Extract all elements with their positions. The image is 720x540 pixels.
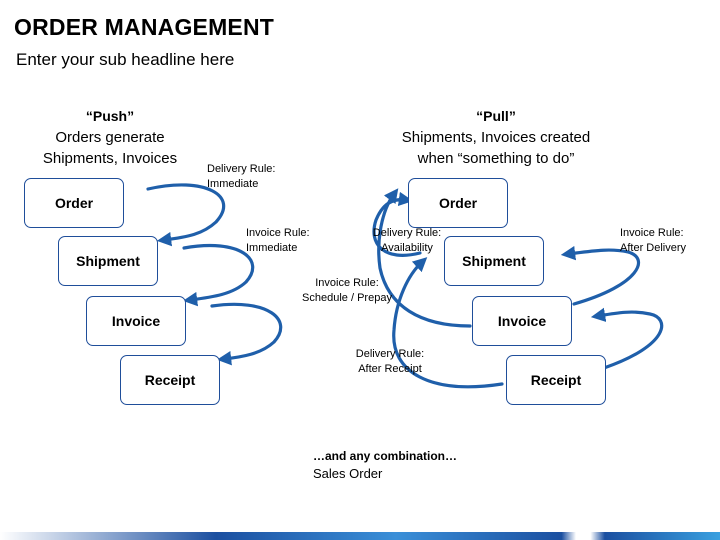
- pull-box-order: Order: [408, 178, 508, 228]
- pull-header: “Pull” Shipments, Invoices created when …: [386, 106, 606, 169]
- combination-note: …and any combination…: [313, 449, 458, 463]
- pull-rule-availability-line1: Delivery Rule:: [372, 227, 442, 239]
- pull-arrow-receipt-shipment: [392, 257, 504, 389]
- push-box-order: Order: [24, 178, 124, 228]
- push-desc-line1: Orders generate: [55, 129, 165, 146]
- push-box-invoice: Invoice: [86, 296, 186, 346]
- push-rule-invoice-line1: Invoice Rule:: [246, 227, 310, 239]
- pull-heading: “Pull”: [476, 108, 516, 124]
- push-arrow-order-shipment: [146, 183, 226, 247]
- pull-rule-schedule-line1: Invoice Rule:: [315, 277, 379, 289]
- push-desc-line2: Shipments, Invoices: [42, 150, 178, 167]
- pull-box-invoice: Invoice: [472, 296, 572, 346]
- push-rule-delivery-line1: Delivery Rule:: [207, 163, 276, 175]
- pull-rule-invoice-after-delivery: Invoice Rule: After Delivery: [620, 226, 686, 256]
- push-header: “Push” Orders generate Shipments, Invoic…: [20, 106, 200, 169]
- push-box-shipment: Shipment: [58, 236, 158, 286]
- pull-rule-after-delivery-line1: Invoice Rule:: [620, 227, 684, 239]
- push-rule-delivery-line2: Immediate: [207, 178, 259, 190]
- footer-gradient-bar: [0, 532, 720, 540]
- push-heading: “Push”: [85, 108, 135, 124]
- pull-desc-line2: when “something to do”: [417, 150, 575, 167]
- page-subtitle: Enter your sub headline here: [16, 50, 235, 69]
- pull-arrow-delivery-shipment: [560, 245, 640, 306]
- pull-rule-schedule-line2: Schedule / Prepay: [302, 292, 392, 304]
- pull-rule-after-delivery-line2: After Delivery: [620, 242, 687, 254]
- pull-rule-delivery-after-receipt: Delivery Rule: After Receipt: [350, 347, 430, 377]
- pull-arrow-invoice-order: [377, 188, 472, 328]
- pull-rule-after-receipt-line2: After Receipt: [358, 363, 422, 375]
- push-box-receipt: Receipt: [120, 355, 220, 405]
- pull-arrow-receipt-invoice: [590, 307, 664, 370]
- push-rule-invoice: Invoice Rule: Immediate: [246, 226, 310, 256]
- push-rule-delivery: Delivery Rule: Immediate: [207, 162, 275, 192]
- push-arrow-shipment-invoice: [182, 243, 255, 307]
- push-arrow-invoice-receipt: [210, 302, 283, 366]
- page-title: ORDER MANAGEMENT: [14, 14, 275, 40]
- pull-rule-availability-line2: Availability: [381, 242, 433, 254]
- pull-rule-invoice-schedule: Invoice Rule: Schedule / Prepay: [300, 276, 394, 306]
- pull-rule-after-receipt-line1: Delivery Rule:: [355, 348, 425, 360]
- pull-desc-line1: Shipments, Invoices created: [401, 129, 591, 146]
- pull-rule-delivery-availability: Delivery Rule: Availability: [368, 226, 446, 256]
- push-rule-invoice-line2: Immediate: [246, 242, 298, 254]
- sales-order-note: Sales Order: [313, 466, 383, 481]
- pull-box-receipt: Receipt: [506, 355, 606, 405]
- pull-box-shipment: Shipment: [444, 236, 544, 286]
